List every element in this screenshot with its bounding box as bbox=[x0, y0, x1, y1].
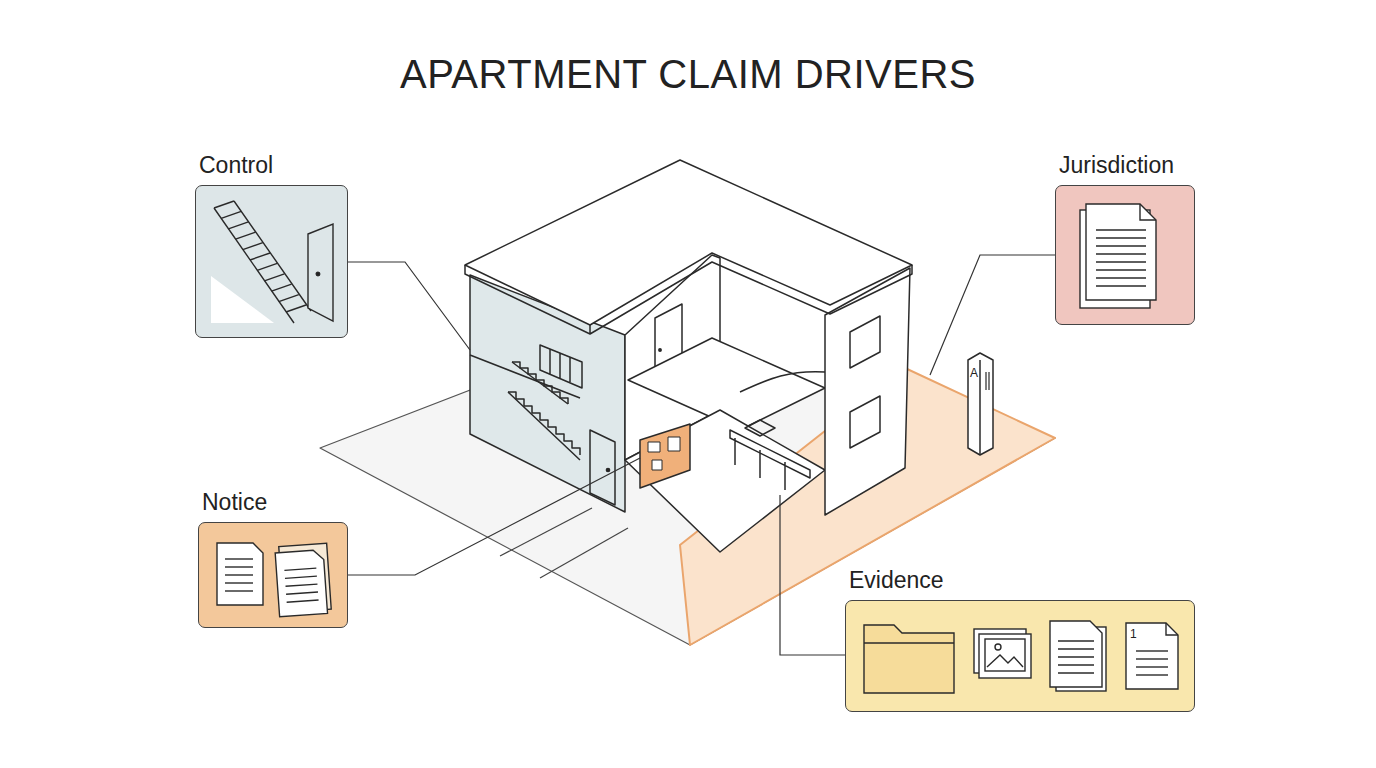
icon-group bbox=[196, 186, 349, 339]
icon-group bbox=[846, 601, 1196, 713]
evidence-box: Evidence bbox=[845, 600, 1195, 712]
box-heading: Control bbox=[199, 152, 273, 179]
diagram-title: APARTMENT CLAIM DRIVERS bbox=[0, 52, 1376, 97]
pillar-marker: A bbox=[970, 367, 978, 379]
box-heading: Evidence bbox=[849, 567, 944, 594]
jurisdiction-box: Jurisdiction bbox=[1055, 185, 1195, 325]
notice-box: Notice bbox=[198, 522, 348, 628]
document-number: 1 bbox=[1130, 628, 1137, 640]
box-heading: Jurisdiction bbox=[1059, 152, 1174, 179]
box-heading: Notice bbox=[202, 489, 267, 516]
icon-group bbox=[199, 523, 349, 629]
icon-group bbox=[1056, 186, 1196, 326]
control-box: Control bbox=[195, 185, 348, 338]
